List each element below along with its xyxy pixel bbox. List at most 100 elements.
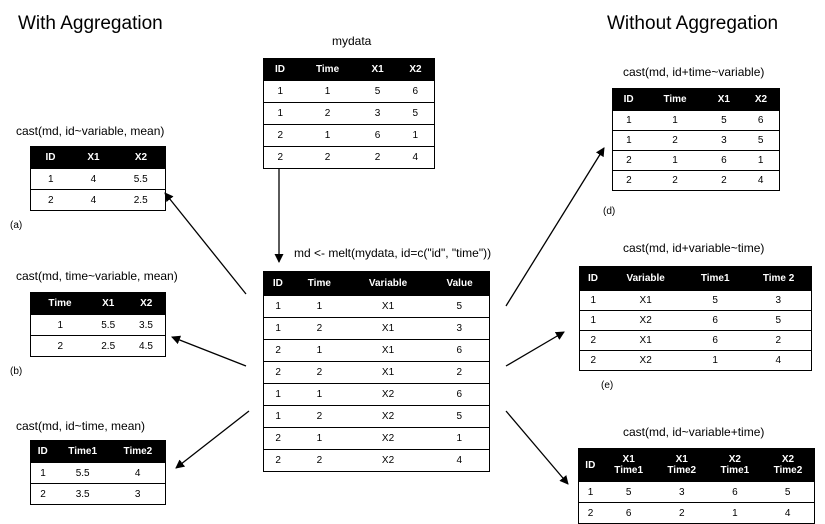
table-f-header: X2 Time2 [760,448,816,482]
table-cell: X2 [346,449,430,472]
table-cell: 2 [611,150,645,171]
table-cell: 1 [262,80,297,103]
table-cell: 1 [429,427,490,450]
table-e-header: ID [578,266,608,291]
table-cell: 4 [745,350,812,371]
table-cell: 6 [684,310,746,331]
table-cell: 3 [110,483,167,505]
table-cell: 5 [602,481,656,503]
table-d-header: Time [644,88,706,111]
table-cell: 2 [263,427,293,450]
table-cell: 2 [30,189,71,211]
table-cell: 2 [358,146,397,169]
arrow-to-c [175,410,250,469]
table-melted-header: Time [291,271,347,296]
table-melted-header: Variable [345,271,431,296]
label-e: (e) [601,380,614,391]
table-cell: 3.5 [55,483,111,505]
table-cell: 1 [578,481,603,503]
heading-with-aggregation: With Aggregation [18,13,163,34]
table-cell: 2 [292,317,347,340]
table-cell: 2 [705,170,743,191]
table-cell: X1 [606,330,685,351]
table-cell: 2 [263,361,293,384]
table-e-header: Variable [606,266,686,291]
label-a: (a) [10,220,23,231]
table-c-header: Time2 [109,440,167,463]
table-cell: 1 [578,310,607,331]
table-cell: 1 [263,295,293,318]
table-cell: 5.5 [89,314,127,336]
table-cell: 2 [262,124,297,147]
table-cell: 1 [396,124,435,147]
table-melted-header: Value [429,271,490,296]
table-cell: 6 [742,110,781,131]
table-cell: 1 [263,383,293,406]
table-cell: 5 [684,290,746,311]
table-cell: 2 [296,102,359,125]
table-cell: 1 [708,502,762,524]
table-cell: 2 [263,339,293,362]
table-cell: 1 [684,350,746,371]
table-cell: 4 [429,449,490,472]
caption-f: cast(md, id~variable+time) [623,425,765,439]
table-cell: X1 [346,339,430,362]
caption-a: cast(md, id~variable, mean) [16,124,165,138]
table-cell: 3 [429,317,490,340]
table-cell: 1 [644,150,706,171]
table-cell: 1 [292,427,347,450]
table-cell: X2 [346,427,430,450]
table-cell: X2 [606,350,685,371]
table-a-header: X1 [69,146,117,169]
table-cell: 2 [30,483,56,505]
table-cell: 6 [358,124,397,147]
table-cell: 4 [70,168,117,190]
arrow-to-f [505,410,569,485]
table-cell: 1 [611,130,645,151]
table-cell: 2 [30,335,90,357]
table-cell: 1 [263,405,293,428]
table-cell: 4 [396,146,435,169]
table-cell: 6 [429,383,490,406]
table-cell: 2 [292,361,347,384]
table-cell: X2 [606,310,685,331]
table-cell: X1 [346,361,430,384]
table-cell: 5 [742,130,781,151]
table-cell: 2 [292,405,347,428]
table-cell: 1 [292,383,347,406]
table-cell: 2 [578,330,607,351]
table-cell: 2 [292,449,347,472]
table-cell: 5.5 [55,462,111,484]
table-cell: 3 [655,481,709,503]
table-d-header: X1 [704,88,743,111]
table-cell: 5 [396,102,435,125]
table-cell: 6 [429,339,490,362]
table-b-header: X1 [88,292,128,315]
table-cell: 5.5 [116,168,167,190]
caption-melt: md <- melt(mydata, id=c("id", "time")) [294,246,492,260]
table-cell: 1 [262,102,297,125]
